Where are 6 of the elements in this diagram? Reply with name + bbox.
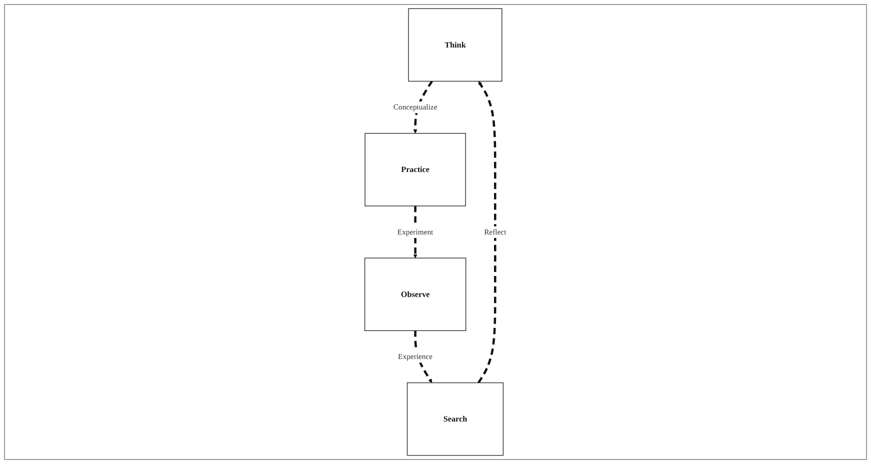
arrow — [478, 81, 496, 384]
node-box: Search — [406, 382, 504, 456]
arrow — [413, 80, 433, 134]
node-box: Think — [408, 8, 502, 82]
node-box: Observe — [364, 258, 466, 331]
node-box: Practice — [364, 133, 466, 206]
